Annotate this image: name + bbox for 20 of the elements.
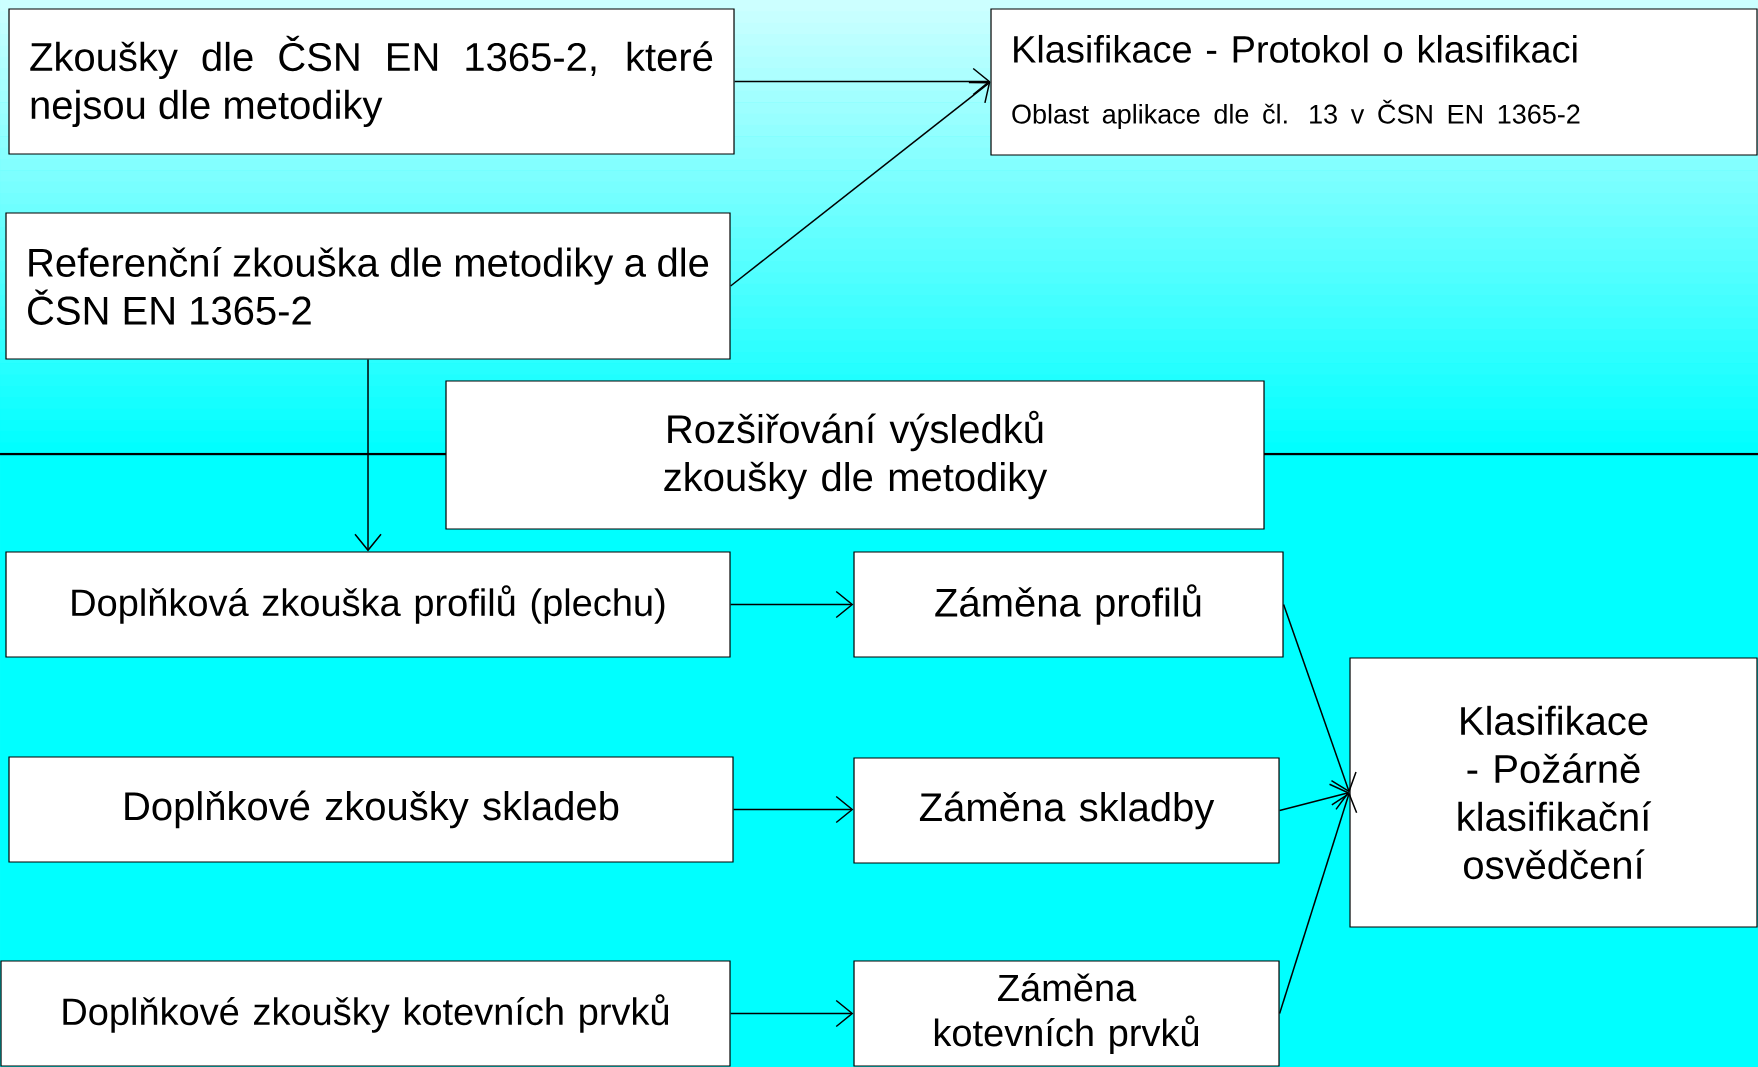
arrow — [354, 358, 382, 552]
arrow — [733, 67, 991, 96]
arrow — [729, 999, 854, 1028]
arrow — [1278, 783, 1350, 812]
arrow — [729, 590, 854, 619]
process-box: Klasifikace - Protokol o klasifikaci Oblast aplikace dle čl. 13 v ČSN EN 1365-2 — [990, 8, 1758, 156]
process-box: Referenční zkouška dle metodiky a dle ČSN EN 1365-2 — [5, 212, 731, 360]
process-box: Záměna skladby — [853, 757, 1280, 864]
process-box: Záměna profilů — [853, 551, 1284, 658]
process-box: Zkoušky dle ČSN EN 1365-2, které nejsou dle metodiky — [8, 8, 735, 155]
process-box: Klasifikace - Požárně klasifikační osvědčení — [1349, 657, 1758, 928]
process-box: Rozšiřování výsledků zkoušky dle metodiky — [445, 380, 1265, 530]
arrow — [1282, 603, 1357, 793]
arrow — [1278, 792, 1358, 1015]
process-box: Doplňkové zkoušky kotevních prvků — [0, 960, 731, 1067]
process-box: Doplňkové zkoušky skladeb — [8, 756, 734, 863]
arrow — [729, 81, 991, 287]
process-box: Doplňková zkouška profilů (plechu) — [5, 551, 731, 658]
arrow — [732, 795, 854, 824]
process-box: Záměna kotevních prvků — [853, 960, 1280, 1067]
